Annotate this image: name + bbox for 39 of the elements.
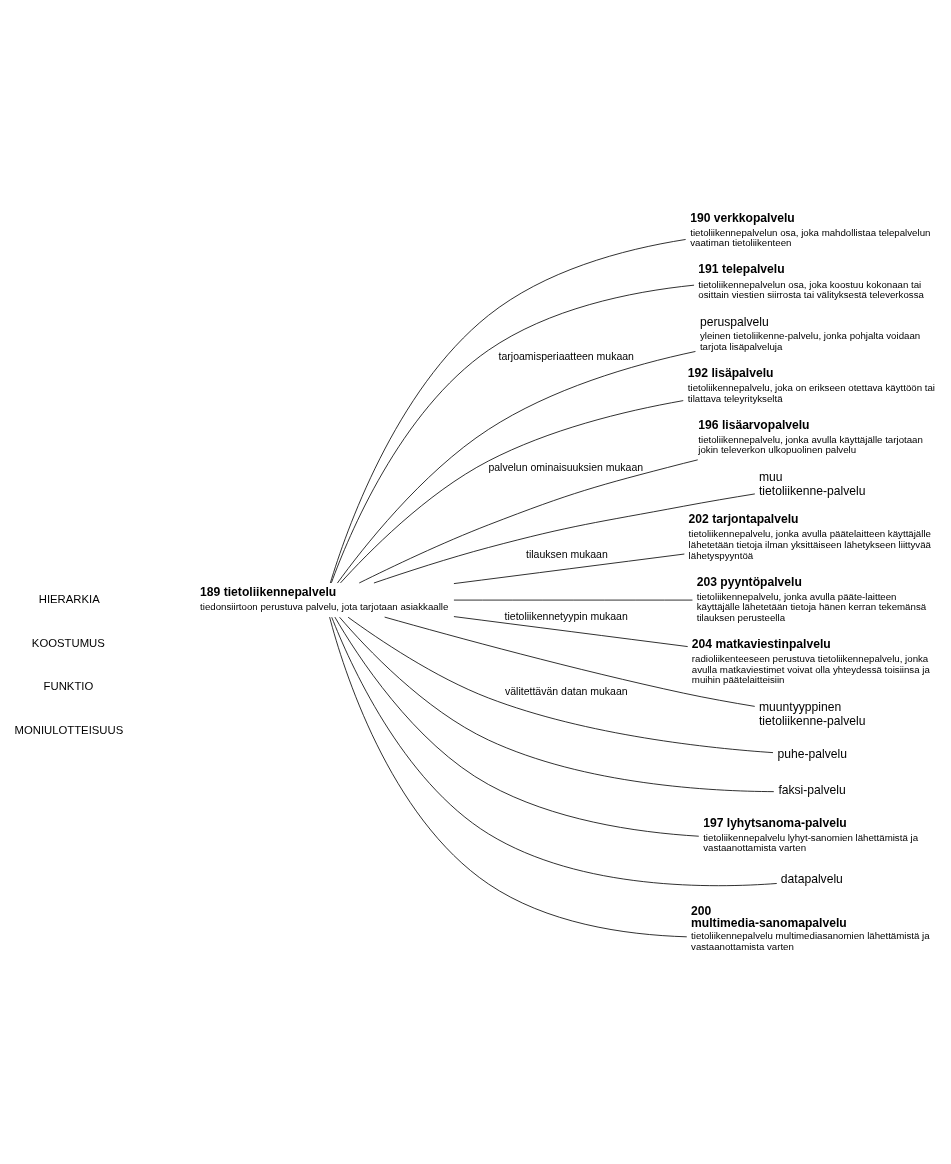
connector [339, 616, 775, 792]
connector [337, 350, 696, 583]
connector [347, 616, 774, 753]
connector [329, 238, 687, 583]
connector [453, 615, 689, 647]
node-text: muuntyyppinen tietoliikenne-palvelu [758, 699, 866, 728]
connector [358, 458, 699, 583]
edge-label: tarjoamisperiaatteen mukaan [498, 349, 634, 362]
connector [334, 616, 700, 837]
node-text: muu tietoliikenne-palvelu [758, 469, 866, 498]
node-text: datapalvelu [780, 871, 843, 886]
edge-label: tilauksen mukaan [526, 547, 608, 560]
legend-label: MONIULOTTEISUUS [14, 723, 124, 736]
legend-label: FUNKTIO [43, 679, 94, 692]
node-text: 191 telepalvelu tietoliikennepalvelun osa, joka koostuu kokonaan tai osittain viestien siirrosta tai välityksestä televerkossa [698, 261, 924, 300]
node-text: peruspalvelu yleinen tietoliikenne-palvelu, jonka pohjalta voidaan tarjota lisäpalveluja [699, 314, 921, 352]
node-text: 197 lyhytsanoma-palvelu tietoliikennepalvelu lyhyt-sanomien lähettämistä ja vastaanottamista varten [703, 815, 919, 853]
node-text: 192 lisäpalvelu tietoliikennepalvelu, joka on erikseen otettava käyttöön tai tilattava teleyritykseltä [687, 365, 935, 404]
node-text: 200 multimedia-sanomapalvelu tietoliikennepalvelu multimediasanomien lähettämistä ja vastaanottamista varten [691, 903, 930, 952]
node-text: 196 lisäarvopalvelu tietoliikennepalvelu, jonka avulla käyttäjälle tarjotaan jokin televerkon ulkopuolinen palvelu [698, 417, 923, 455]
connector [340, 399, 684, 583]
connector [453, 553, 685, 584]
edge-label: palvelun ominaisuuksien mukaan [488, 460, 644, 473]
legend-label: KOOSTUMUS [31, 636, 105, 649]
node-text: puhe-palvelu [777, 746, 848, 761]
node-text: 203 pyyntöpalvelu tietoliikennepalvelu, jonka avulla pääte-laitteen käyttäjälle lähetetään tietoja hänen kerran tekemänsä tilauksen perusteella [696, 574, 927, 623]
edge-label: tietoliikennetyypin mukaan [504, 609, 628, 622]
connector [329, 616, 688, 937]
node-text: 189 tietoliikennepalvelu tiedonsiirtoon perustuva palvelu, jota tarjotaan asiakkaalle [200, 584, 449, 612]
connector [331, 284, 695, 583]
legend-label: HIERARKIA [38, 592, 100, 605]
connector [331, 616, 778, 886]
connector [384, 616, 756, 707]
connector [373, 493, 756, 583]
node-text: 202 tarjontapalvelu tietoliikennepalvelu, jonka avulla päätelaitteen käyttäjälle lähetetään tietoja ilman yksittäiseen lähetykseen liittyvää lähetyspyyntöä [688, 511, 931, 561]
node-text: 190 verkkopalvelu tietoliikennepalvelun osa, joka mahdollistaa telepalvelun vaatiman tietoliikenteen [690, 210, 931, 248]
edge-label: välitettävän datan mukaan [505, 684, 628, 697]
node-text: 204 matkaviestinpalvelu radioliikenteeseen perustuva tietoliikennepalvelu, jonka avulla matkaviestimet voivat olla yhteydessä toisiinsa ja muihin päätelaitteisiin [691, 636, 930, 685]
node-text: faksi-palvelu [778, 782, 846, 797]
